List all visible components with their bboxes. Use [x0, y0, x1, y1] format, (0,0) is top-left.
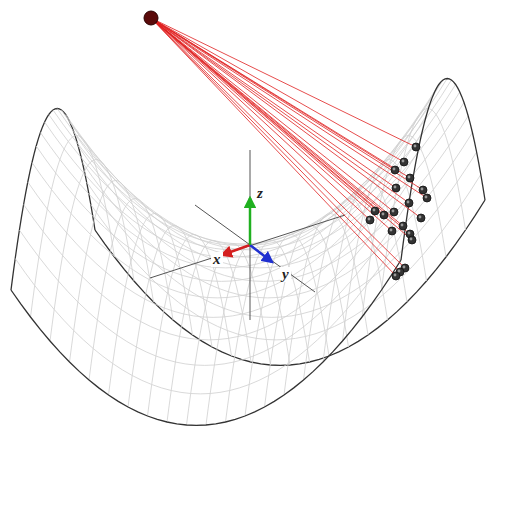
- grid-line: [109, 214, 193, 396]
- surface-boundary: [401, 79, 485, 261]
- grid-line: [382, 109, 466, 291]
- point-highlight: [408, 232, 411, 235]
- point-highlight: [394, 274, 397, 277]
- point-highlight: [403, 266, 406, 269]
- point-marker: [392, 272, 400, 280]
- point-highlight: [398, 270, 401, 273]
- point-highlight: [421, 188, 424, 191]
- point-highlight: [401, 224, 404, 227]
- grid-line: [70, 92, 460, 257]
- projection-rays: [151, 18, 427, 276]
- ray-line: [151, 18, 427, 198]
- ray-line: [151, 18, 370, 220]
- point-marker: [399, 222, 407, 230]
- point-marker: [380, 211, 388, 219]
- point-highlight: [394, 186, 397, 189]
- point-highlight: [373, 209, 376, 212]
- grid-line: [89, 199, 173, 381]
- surface-boundary: [11, 260, 401, 425]
- point-highlight: [368, 218, 371, 221]
- axes: [150, 150, 345, 320]
- point-marker: [412, 143, 420, 151]
- point-marker: [406, 174, 414, 182]
- point-highlight: [414, 145, 417, 148]
- axis-arrow: [250, 245, 272, 262]
- grid-line: [304, 199, 388, 381]
- axis-label: y: [280, 267, 291, 282]
- point-marker: [371, 207, 379, 215]
- grid-line: [206, 244, 290, 426]
- sample-points: [366, 143, 431, 280]
- point-highlight: [425, 196, 428, 199]
- point-highlight: [419, 216, 422, 219]
- axis-arrow: [249, 198, 252, 245]
- grid-line: [24, 175, 414, 340]
- point-highlight: [382, 213, 385, 216]
- grid-line: [148, 235, 232, 417]
- ray-line: [151, 18, 396, 188]
- axis-label: x: [211, 252, 223, 267]
- ray-line: [151, 18, 392, 231]
- ray-line: [151, 18, 410, 234]
- ray-line: [151, 18, 384, 215]
- point-marker: [392, 184, 400, 192]
- axis-label: z: [255, 186, 265, 201]
- point-highlight: [407, 201, 410, 204]
- point-marker: [400, 158, 408, 166]
- surface-boundary: [11, 109, 95, 291]
- ray-line: [151, 18, 421, 218]
- grid-line: [45, 92, 435, 257]
- point-marker: [417, 214, 425, 222]
- ray-line: [151, 18, 394, 212]
- point-highlight: [408, 176, 411, 179]
- point-marker: [391, 166, 399, 174]
- point-marker: [423, 194, 431, 202]
- grid-line: [284, 214, 368, 396]
- surface-boundary: [95, 200, 485, 365]
- ray-line: [151, 18, 423, 190]
- point-marker: [405, 199, 413, 207]
- axis-line: [150, 215, 345, 278]
- axis-arrow: [222, 245, 250, 255]
- grid-line: [15, 229, 405, 394]
- grid-line: [167, 241, 251, 423]
- grid-line: [19, 200, 409, 365]
- point-highlight: [392, 210, 395, 213]
- point-highlight: [390, 229, 393, 232]
- grid-line: [362, 136, 446, 318]
- point-highlight: [410, 238, 413, 241]
- ray-line: [151, 18, 400, 272]
- point-marker: [419, 186, 427, 194]
- point-marker: [390, 208, 398, 216]
- surface-mesh: [11, 79, 485, 426]
- point-marker: [366, 216, 374, 224]
- ray-line: [151, 18, 409, 203]
- point-marker: [408, 236, 416, 244]
- grid-line: [245, 235, 329, 417]
- point-marker: [388, 227, 396, 235]
- ray-line: [151, 18, 412, 240]
- ray-line: [151, 18, 404, 162]
- ray-line: [151, 18, 405, 268]
- ray-line: [151, 18, 396, 276]
- point-highlight: [393, 168, 396, 171]
- axis-line: [195, 205, 315, 292]
- camera-point: [144, 11, 158, 25]
- point-highlight: [402, 160, 405, 163]
- axis-line: [250, 150, 251, 320]
